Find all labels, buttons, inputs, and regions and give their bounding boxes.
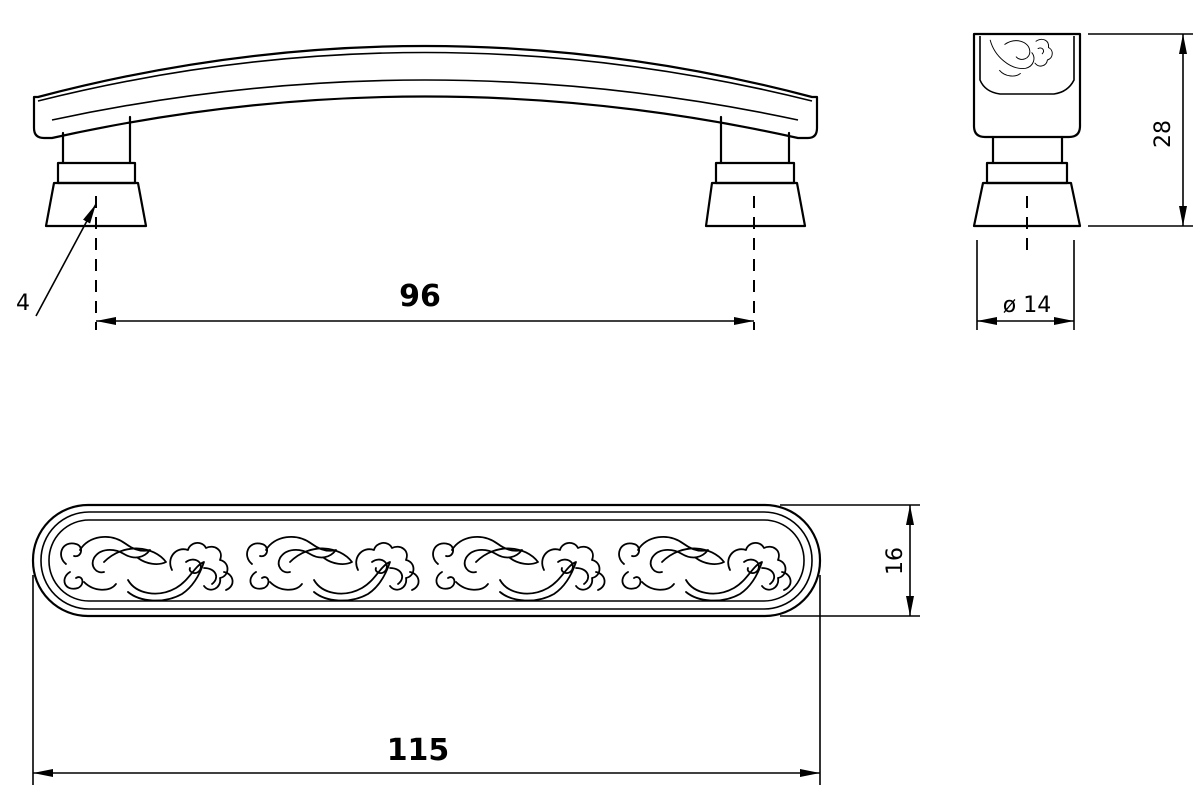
handle-head-side (972, 32, 1082, 139)
thread-label: 4 (16, 291, 30, 316)
handle-bar-edge (37, 51, 813, 102)
handle-bar-front (32, 44, 819, 140)
diameter-label: ø 14 (1003, 293, 1051, 318)
front-view: 96 4 (16, 44, 819, 330)
right-post (704, 115, 807, 228)
side-view: 28 ø 14 (972, 32, 1193, 330)
ornament-band (60, 535, 792, 602)
height-label: 28 (1151, 120, 1176, 148)
side-base (972, 181, 1082, 228)
top-view: 16 115 (31, 503, 920, 785)
length-label: 115 (387, 733, 450, 768)
hole-spacing-label: 96 (399, 279, 441, 314)
width-label: 16 (883, 547, 908, 575)
handle-outline-top (31, 503, 822, 618)
thread-leader (35, 203, 97, 317)
left-post (44, 115, 148, 228)
side-collar (985, 161, 1069, 185)
